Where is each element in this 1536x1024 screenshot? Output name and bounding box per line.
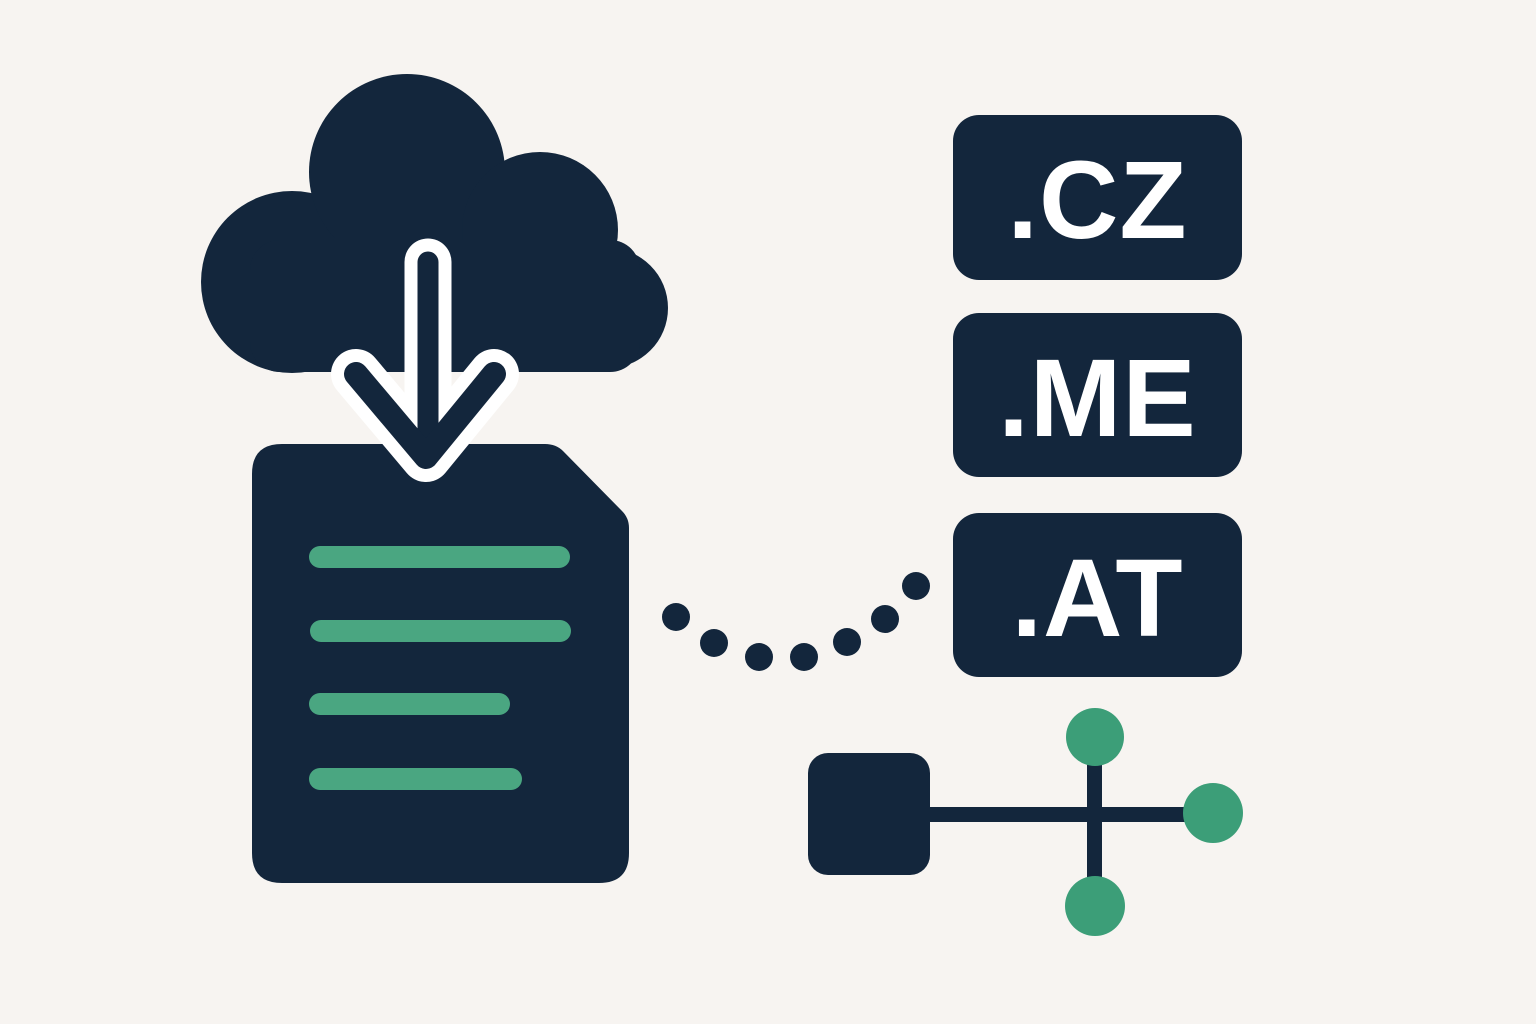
dotted-connector [662,572,930,671]
network-node-bottom [1065,876,1125,936]
network-server-square [808,753,930,875]
document-icon [252,444,629,883]
download-arrow-icon [331,238,519,482]
network-node-right [1183,783,1243,843]
network-nodes-icon [808,708,1243,936]
document-text-lines [309,546,571,790]
cloud-download-icon [201,74,668,373]
network-node-top [1066,708,1124,766]
